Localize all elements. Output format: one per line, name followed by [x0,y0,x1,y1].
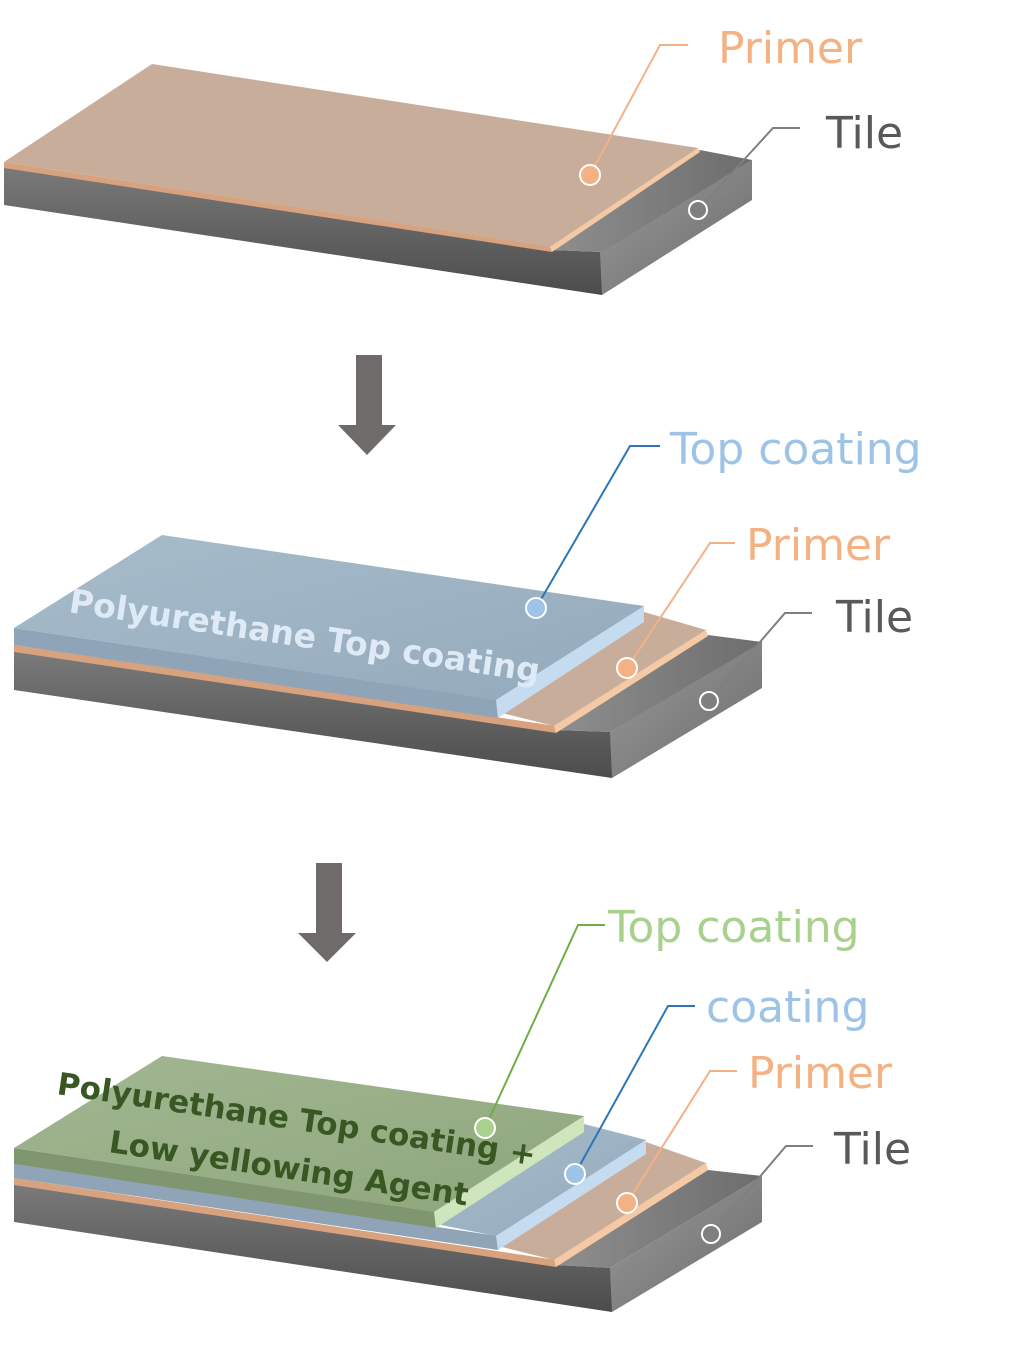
primer-marker [616,1192,638,1214]
primer-leader-line [626,542,735,669]
primer-layer [4,64,700,252]
primer-layer [14,1142,708,1267]
coating-leader-line [574,1005,695,1175]
stage-2: Polyurethane Top coating Top coating Pri… [14,424,922,778]
tile-marker [688,200,708,220]
primer-leader-line [626,1070,737,1204]
tile-label: Tile [833,1124,911,1175]
tile-leader-line [710,1145,813,1235]
primer-leader-line [589,44,688,176]
top-coating-layer [14,535,644,718]
down-arrow-icon [338,355,396,455]
top-coating-marker [525,597,547,619]
green-top-coating-marker [474,1117,496,1139]
green-top-coating-leader-line [484,924,605,1129]
tile-slab [14,635,762,778]
stage-3: Polyurethane Top coating + Low yellowing… [14,902,911,1312]
stage-1: Primer Tile [4,23,903,295]
primer-label: Primer [718,23,863,74]
tile-marker [701,1224,721,1244]
primer-marker [579,164,601,186]
blue-coating-layer [14,1124,646,1250]
coating-label: coating [706,982,869,1033]
tile-slab [14,1170,762,1312]
down-arrow-icon [298,863,356,962]
primer-label: Primer [748,1048,893,1099]
tile-label: Tile [835,592,913,643]
green-coating-layer [14,1056,584,1228]
primer-layer [14,612,708,733]
primer-marker [616,657,638,679]
tile-label: Tile [825,108,903,159]
tile-leader-line [697,127,800,211]
top-coating-label: Top coating [669,424,922,475]
green-top-coating-label: Top coating [607,902,860,953]
tile-marker [699,691,719,711]
coating-marker [564,1163,586,1185]
tile-leader-line [708,612,812,702]
top-coating-leader-line [535,445,660,609]
primer-label: Primer [746,520,891,571]
